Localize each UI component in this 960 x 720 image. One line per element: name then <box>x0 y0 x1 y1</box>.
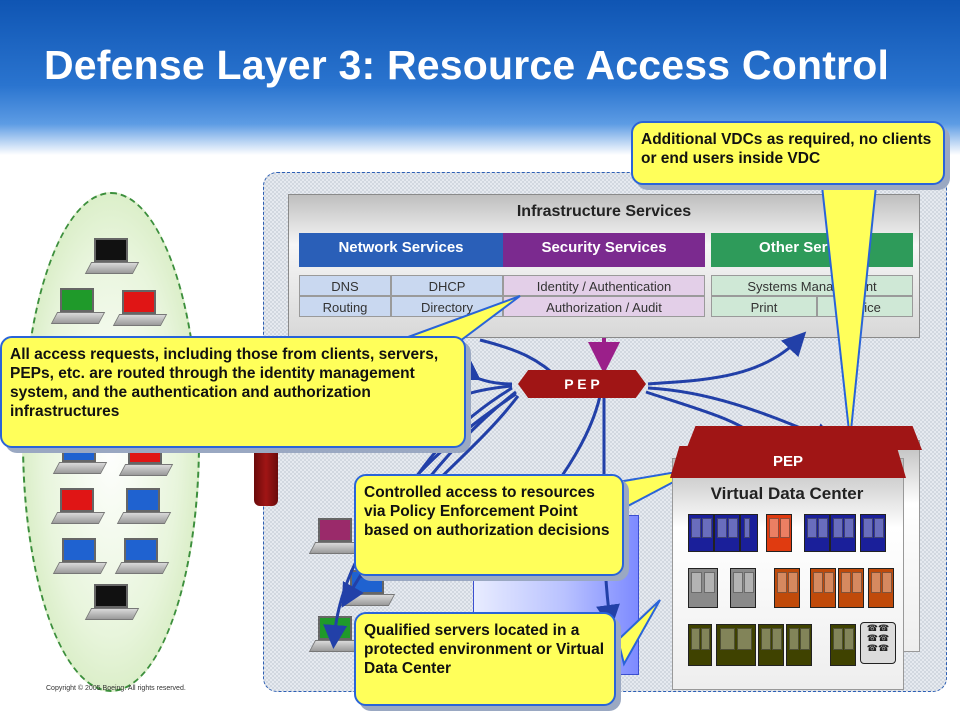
server-rack-icon <box>688 624 712 666</box>
phone-bank-icon: ☎☎☎☎☎☎ <box>860 622 896 664</box>
service-cell: Routing <box>299 296 391 317</box>
callout-controlled-access: Controlled access to resources via Polic… <box>354 474 624 576</box>
pep-gateway: P E P <box>518 370 646 398</box>
server-rack-icon <box>868 568 894 608</box>
copyright-notice: Copyright © 2005 Boeing. All rights rese… <box>46 685 186 692</box>
vdc-pep-label: PEP <box>772 453 803 470</box>
service-cell: DNS <box>299 275 391 296</box>
laptop-icon <box>114 538 170 578</box>
callout-qualified-servers: Qualified servers located in a protected… <box>354 612 616 706</box>
server-rack-icon <box>860 514 886 552</box>
infrastructure-title: Infrastructure Services <box>516 203 692 220</box>
callout-additional-vdcs: Additional VDCs as required, no clients … <box>631 121 945 185</box>
laptop-icon <box>52 538 108 578</box>
server-rack-icon <box>830 514 856 552</box>
laptop-icon <box>308 518 364 558</box>
server-rack-icon <box>766 514 792 552</box>
client-pep-marker <box>254 448 278 506</box>
laptop-icon <box>84 584 140 624</box>
infrastructure-services-panel: Infrastructure Services Network Services… <box>288 194 920 338</box>
laptop-icon <box>50 488 106 528</box>
server-rack-icon <box>810 568 836 608</box>
server-rack-icon <box>714 514 740 552</box>
callout-identity-routing: All access requests, including those fro… <box>0 336 466 448</box>
laptop-icon <box>116 488 172 528</box>
service-cell: DHCP <box>391 275 503 296</box>
server-rack-icon <box>758 624 784 666</box>
laptop-icon <box>50 288 106 328</box>
server-rack-icon <box>786 624 812 666</box>
other-services-title: Other Services <box>711 233 913 267</box>
service-cell: Identity / Authentication <box>503 275 705 296</box>
service-cell: Authorization / Audit <box>503 296 705 317</box>
pep-gateway-label: P E P <box>564 376 600 392</box>
server-rack-icon <box>830 624 856 666</box>
laptop-icon <box>112 290 168 330</box>
server-rack-icon <box>688 568 718 608</box>
laptop-icon <box>84 238 140 278</box>
server-rack-icon <box>774 568 800 608</box>
vdc-title: Virtual Data Center <box>710 484 864 503</box>
server-rack-icon <box>740 514 758 552</box>
server-rack-icon <box>730 568 756 608</box>
server-rack-icon <box>716 624 756 666</box>
server-rack-icon <box>804 514 830 552</box>
security-services: Security Services Identity / Authenticat… <box>503 233 705 321</box>
server-rack-icon <box>688 514 714 552</box>
slide-title: Defense Layer 3: Resource Access Control <box>44 42 890 88</box>
vdc-pep-banner: PEP <box>670 446 906 478</box>
network-services-title: Network Services <box>299 233 503 267</box>
security-services-title: Security Services <box>503 233 705 267</box>
service-cell: Print <box>711 296 817 317</box>
other-services: Other Services Systems Management Print … <box>711 233 913 321</box>
server-rack-icon <box>838 568 864 608</box>
